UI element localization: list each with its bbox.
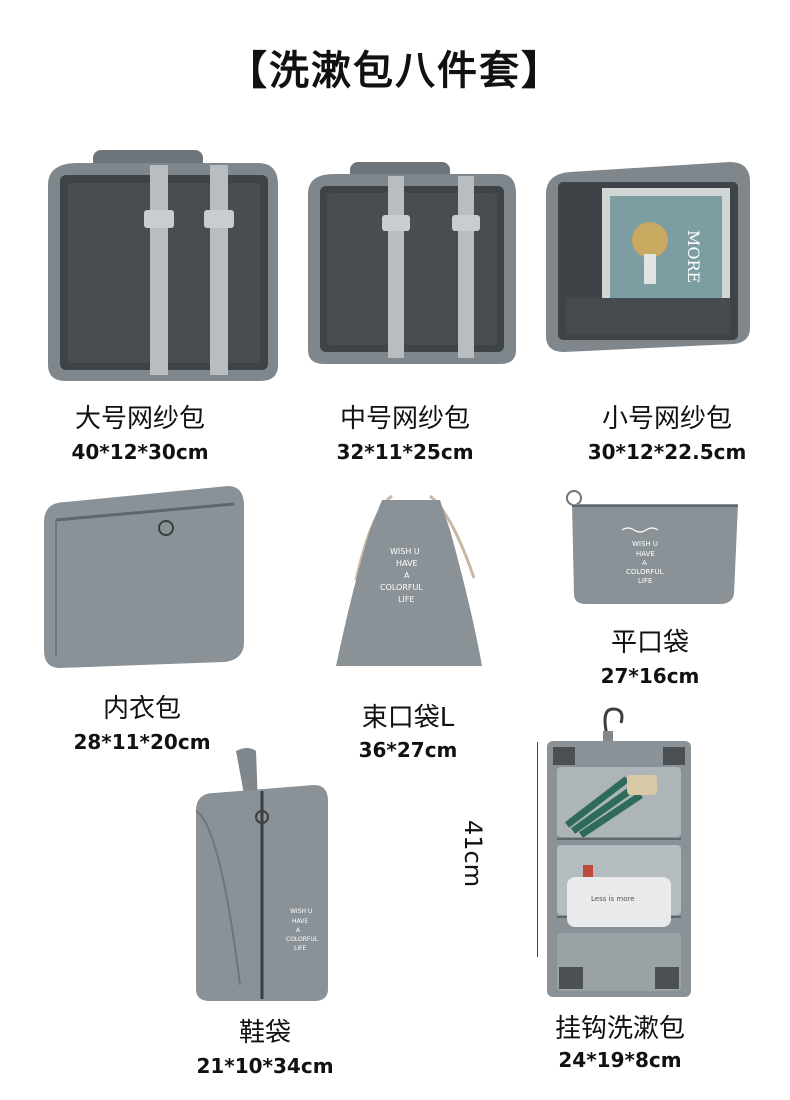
shoe-print-2: HAVE <box>292 918 308 925</box>
print-text-3: A <box>404 571 410 580</box>
product-name-hanging-bag: 挂钩洗漱包 <box>554 1014 685 1044</box>
product-name-small-mesh: 小号网纱包 <box>601 404 732 434</box>
toiletry-pouch-text: Less is more <box>591 895 635 903</box>
print-text-1: WISH U <box>390 547 420 556</box>
medium-mesh-bag-image <box>300 160 522 370</box>
shoe-print-4: COLORFUL <box>286 936 319 943</box>
large-mesh-bag-image <box>38 145 283 390</box>
print-text-5: LIFE <box>398 595 414 604</box>
product-size-underwear: 28*11*20cm <box>73 730 211 754</box>
product-size-flat-pouch: 27*16cm <box>600 664 700 688</box>
pouch-print-2: HAVE <box>636 550 655 558</box>
product-size-medium-mesh: 32*11*25cm <box>336 440 474 464</box>
magazine-text: MORE <box>684 230 703 283</box>
pouch-print-1: WISH U <box>632 540 658 548</box>
product-name-large-mesh: 大号网纱包 <box>74 404 205 434</box>
underwear-bag-image <box>38 484 250 674</box>
product-name-shoe-bag: 鞋袋 <box>238 1018 291 1048</box>
print-text-4: COLORFUL <box>380 583 423 592</box>
pouch-print-5: LIFE <box>638 577 652 585</box>
small-mesh-bag-image: MORE <box>540 158 755 356</box>
shoe-print-3: A <box>296 927 301 934</box>
product-size-hanging-bag: 24*19*8cm <box>558 1048 682 1072</box>
product-name-drawstring: 束口袋L <box>361 703 455 733</box>
pouch-print-4: COLORFUL <box>626 568 664 576</box>
product-size-drawstring: 36*27cm <box>358 738 458 762</box>
flat-pouch-image: WISH U HAVE A COLORFUL LIFE <box>560 488 745 608</box>
product-name-underwear: 内衣包 <box>102 694 181 724</box>
height-dimension-line <box>537 742 538 957</box>
drawstring-bag-image: WISH U HAVE A COLORFUL LIFE <box>332 490 487 670</box>
page-title: 【洗漱包八件套】 <box>227 48 563 94</box>
product-name-medium-mesh: 中号网纱包 <box>339 404 470 434</box>
pouch-print-3: A <box>642 559 647 567</box>
hanging-toiletry-bag-image: Less is more <box>543 705 695 1005</box>
product-size-small-mesh: 30*12*22.5cm <box>587 440 747 464</box>
product-name-flat-pouch: 平口袋 <box>610 628 689 658</box>
shoe-bag-image: WISH U HAVE A COLORFUL LIFE <box>190 745 335 1005</box>
shoe-print-5: LIFE <box>294 945 307 952</box>
shoe-print-1: WISH U <box>290 908 312 915</box>
height-dimension-label: 41cm <box>459 820 487 888</box>
product-size-shoe-bag: 21*10*34cm <box>196 1054 334 1078</box>
product-size-large-mesh: 40*12*30cm <box>71 440 209 464</box>
print-text-2: HAVE <box>396 559 418 568</box>
